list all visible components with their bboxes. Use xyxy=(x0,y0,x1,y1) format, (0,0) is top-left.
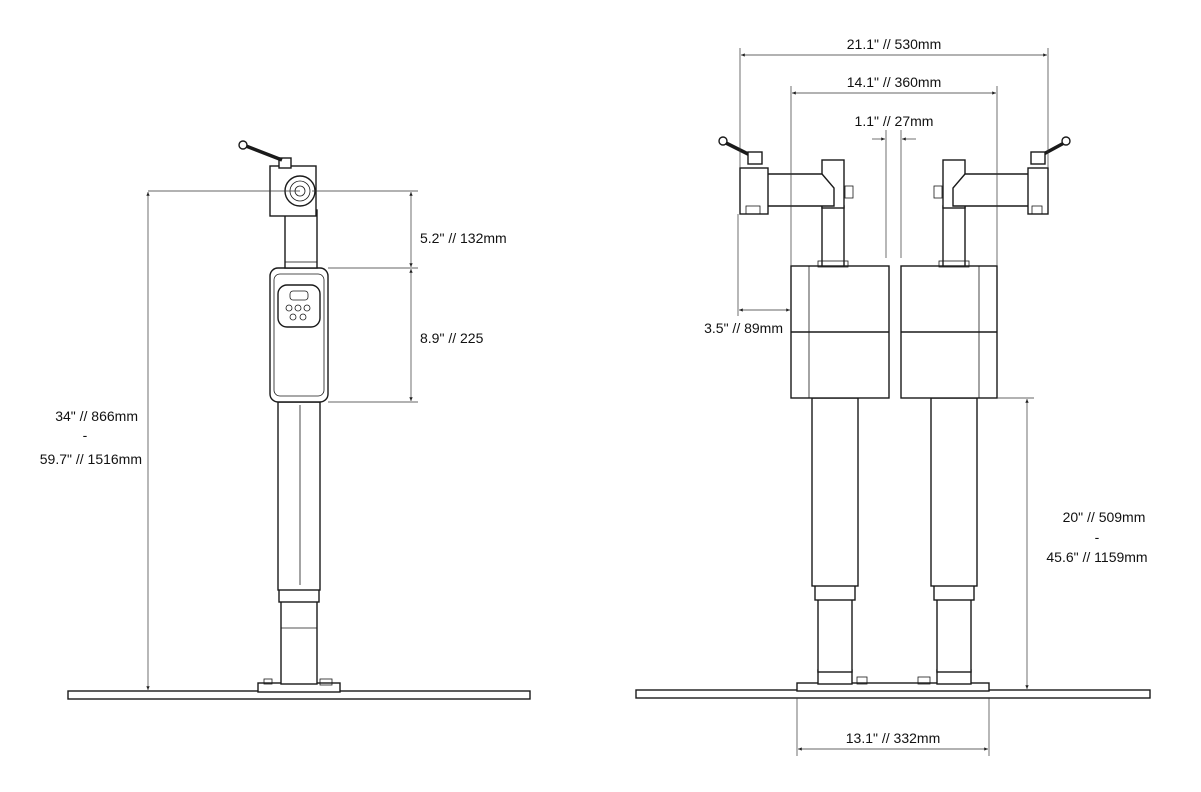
side-neck xyxy=(284,209,318,269)
front-mount-block xyxy=(796,682,990,692)
side-top-offset-label: 5.2" // 132mm xyxy=(420,230,507,246)
front-view: 21.1" // 530mm 14.1" // 360mm 1.1" // 27… xyxy=(635,36,1151,756)
right-clamp xyxy=(1027,167,1049,215)
front-dash-label: - xyxy=(1095,529,1100,545)
right-upper-column xyxy=(930,397,978,587)
left-neck xyxy=(821,205,845,267)
side-total-height-label: 34" // 866mm xyxy=(55,408,138,424)
front-lift-height-max-label: 45.6" // 1159mm xyxy=(1046,549,1147,565)
side-lever xyxy=(245,144,283,162)
left-upper-column xyxy=(811,397,859,587)
front-overall-width-label: 21.1" // 530mm xyxy=(847,36,941,52)
side-view: 5.2" // 132mm 8.9" // 225 34" // 866mm -… xyxy=(40,140,531,700)
front-lift-height-label: 20" // 509mm xyxy=(1063,509,1146,525)
side-total-height-max-label: 59.7" // 1516mm xyxy=(40,451,142,467)
left-lower-column xyxy=(817,597,853,673)
right-unit xyxy=(900,136,1071,685)
side-upper-column xyxy=(277,401,321,591)
side-dash-label: - xyxy=(83,427,88,443)
front-gap-label: 1.1" // 27mm xyxy=(855,113,934,129)
display-icon xyxy=(289,290,309,301)
front-base-width-label: 13.1" // 332mm xyxy=(846,730,940,746)
left-clamp xyxy=(739,167,769,215)
front-arm-reach-label: 3.5" // 89mm xyxy=(704,320,783,336)
left-unit xyxy=(718,136,890,685)
side-control-box-height-label: 8.9" // 225 xyxy=(420,330,484,346)
side-lower-column xyxy=(280,599,318,685)
right-neck xyxy=(942,205,966,267)
control-panel xyxy=(277,284,321,328)
right-lower-column xyxy=(936,597,972,673)
front-inner-width-label: 14.1" // 360mm xyxy=(847,74,941,90)
